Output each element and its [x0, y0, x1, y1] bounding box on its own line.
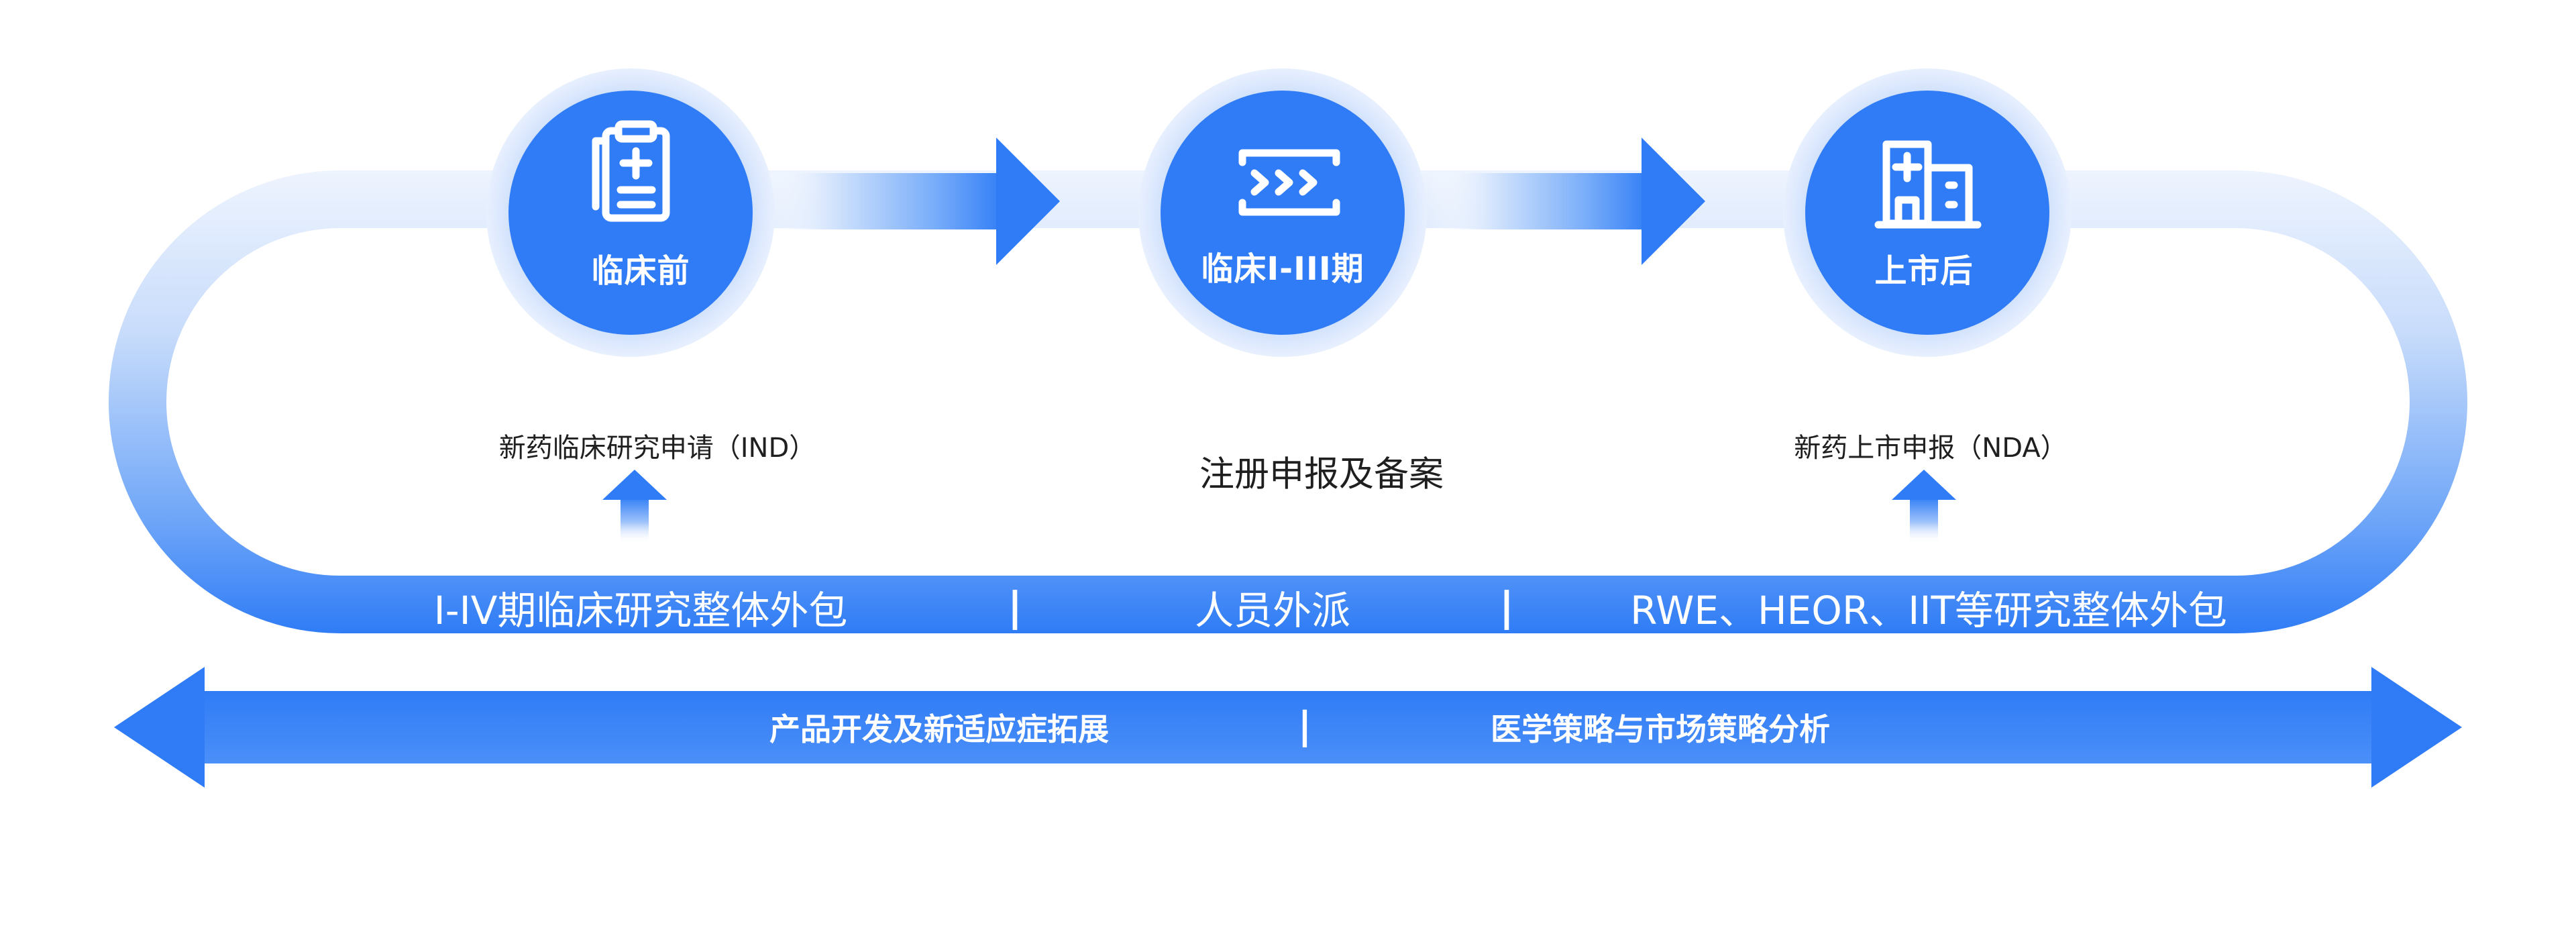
milestone-nda: 新药上市申报（NDA）: [1794, 433, 2068, 464]
band-separator-2: |: [1499, 584, 1514, 631]
hospital-building-icon: [1874, 140, 1982, 229]
band-separator-1: |: [1008, 584, 1022, 631]
up-arrow-ind: [602, 470, 667, 543]
stage-title-preclinical: 临床前: [591, 252, 690, 290]
band-item-staffing: 人员外派: [1194, 588, 1351, 633]
stage-title-clinical: 临床I-III期: [1201, 250, 1364, 288]
clipboard-icon: [592, 120, 670, 222]
arrow-label-strategy: 医学策略与市场策略分析: [1491, 711, 1830, 747]
code-terminal-icon: [1238, 149, 1340, 216]
flow-arrow-2: [1429, 138, 1705, 265]
stage-circle-preclinical: [486, 68, 775, 357]
double-arrow: [114, 667, 2462, 788]
milestone-ind: 新药临床研究申请（IND）: [498, 433, 816, 464]
up-arrow-nda: [1892, 470, 1956, 543]
milestone-registration: 注册申报及备案: [1199, 454, 1444, 495]
arrow-separator: |: [1297, 704, 1312, 748]
stage-title-postmarket: 上市后: [1874, 252, 1974, 290]
band-item-outsourcing: I-IV期临床研究整体外包: [433, 588, 848, 633]
band-item-rwe: RWE、HEOR、IIT等研究整体外包: [1630, 588, 2227, 633]
flow-arrow-1: [761, 138, 1060, 265]
arrow-label-product-dev: 产品开发及新适应症拓展: [769, 711, 1109, 747]
